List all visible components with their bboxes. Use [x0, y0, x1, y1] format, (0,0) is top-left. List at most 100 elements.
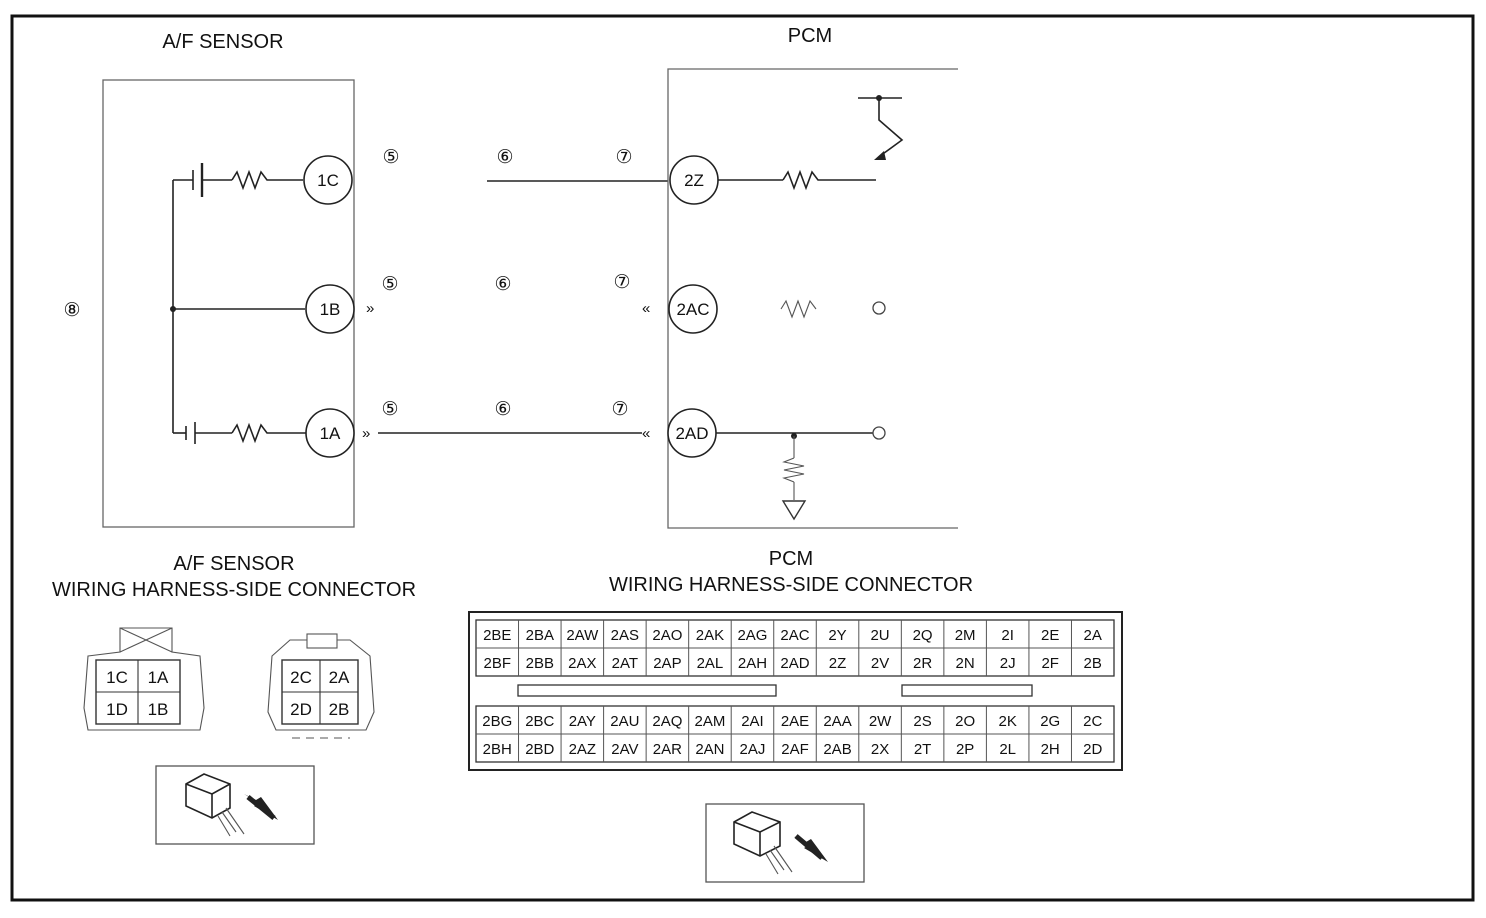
pcm-pin-cell: 2AL: [697, 655, 724, 672]
resistor-2z: [782, 169, 823, 191]
pcm-pin-cell: 2D: [1083, 741, 1102, 758]
pcm-pin-cell: 2AX: [568, 655, 596, 672]
pcm-pin-cell: 2BC: [525, 713, 554, 730]
pcm-pin-cell: 2H: [1041, 741, 1060, 758]
marker-6-row3: ⑥: [494, 399, 511, 420]
pin-2ad: 2AD: [667, 408, 717, 458]
pcm-pin-cell: 2O: [955, 713, 975, 730]
pcm-pin-cell: 2AZ: [569, 741, 597, 758]
pcm-pin-cell: 2Y: [828, 627, 846, 644]
resistor-1c: [231, 169, 272, 191]
marker-7-row1: ⑦: [615, 147, 632, 168]
af-sensor-title: A/F SENSOR: [162, 31, 283, 53]
marker-8: ⑧: [63, 300, 80, 321]
connector-view-icon-af: [155, 765, 315, 845]
diagram-border: [10, 14, 1475, 902]
pcm-pin-cell: 2AT: [612, 655, 638, 672]
pcm-pin-cell: 2AC: [780, 627, 809, 644]
pcm-pin-cell: 2BE: [483, 627, 511, 644]
pcm-pin-cell: 2AK: [696, 627, 724, 644]
connector-view-icon-pcm: [705, 803, 865, 883]
pin-2z: 2Z: [669, 155, 719, 205]
svg-text:2AD: 2AD: [675, 424, 708, 443]
pcm-connector-title-1: PCM: [769, 548, 813, 570]
af-sensor-connector-left: 1C 1A 1D 1B: [83, 627, 205, 731]
pcm-pin-cell: 2AP: [653, 655, 681, 672]
pcm-pin-cell: 2AW: [566, 627, 599, 644]
svg-text:1B: 1B: [148, 700, 169, 719]
af-sensor-connector-right: 2C 2A 2D 2B: [267, 633, 375, 739]
switch-symbol: [858, 95, 904, 160]
svg-text:1C: 1C: [106, 668, 128, 687]
svg-text:1C: 1C: [317, 171, 339, 190]
pcm-pin-cell: 2AB: [823, 741, 851, 758]
pcm-connector-title-2: WIRING HARNESS-SIDE CONNECTOR: [609, 574, 973, 596]
pcm-pin-cell: 2AF: [781, 741, 809, 758]
pcm-pin-cell: 2AV: [611, 741, 638, 758]
pin-1a: 1A: [305, 408, 355, 458]
marker-6-row1: ⑥: [496, 147, 513, 168]
pin-2ac: 2AC: [668, 284, 718, 334]
connector-mark-1b: »: [366, 300, 374, 317]
marker-7-row2: ⑦: [613, 272, 630, 293]
ground-symbol: [781, 500, 807, 521]
connector-mark-2ad: «: [642, 425, 650, 442]
resistor-2ac: [780, 299, 817, 319]
pcm-pin-cell: 2U: [870, 627, 889, 644]
pcm-pin-cell: 2M: [955, 627, 976, 644]
svg-text:1A: 1A: [320, 424, 341, 443]
pcm-pin-cell: 2S: [913, 713, 931, 730]
svg-text:2B: 2B: [329, 700, 350, 719]
pcm-pin-cell: 2J: [1000, 655, 1016, 672]
terminal-2ac: [872, 301, 886, 315]
pcm-pin-cell: 2AJ: [740, 741, 766, 758]
pcm-pin-cell: 2BH: [483, 741, 512, 758]
pcm-pin-cell: 2AO: [652, 627, 682, 644]
pcm-pin-cell: 2L: [999, 741, 1016, 758]
pcm-pin-cell: 2T: [914, 741, 932, 758]
pcm-pin-cell: 2BB: [526, 655, 554, 672]
marker-5-row1: ⑤: [382, 147, 399, 168]
pcm-title: PCM: [788, 25, 832, 47]
battery-symbol-1a: [173, 422, 232, 444]
pin-1b: 1B: [305, 284, 355, 334]
marker-5-row3: ⑤: [381, 399, 398, 420]
svg-text:2Z: 2Z: [684, 171, 704, 190]
pcm-pin-cell: 2E: [1041, 627, 1059, 644]
pcm-pin-cell: 2A: [1084, 627, 1102, 644]
pin-1c: 1C: [303, 155, 353, 205]
pcm-pin-cell: 2AG: [737, 627, 767, 644]
resistor-2ad: [782, 457, 805, 483]
connector-mark-1a: »: [362, 425, 370, 442]
svg-text:2C: 2C: [290, 668, 312, 687]
pcm-pin-cell: 2AS: [611, 627, 639, 644]
af-connector-title-2: WIRING HARNESS-SIDE CONNECTOR: [52, 579, 416, 601]
pcm-pin-cell: 2BG: [482, 713, 512, 730]
af-connector-title-1: A/F SENSOR: [173, 553, 294, 575]
pcm-pin-cell: 2BD: [525, 741, 554, 758]
pcm-box: [667, 68, 958, 529]
svg-text:2AC: 2AC: [676, 300, 709, 319]
connector-mark-2ac: «: [642, 300, 650, 317]
svg-text:1B: 1B: [320, 300, 341, 319]
pcm-pin-cell: 2BA: [526, 627, 554, 644]
pcm-pin-cell: 2F: [1041, 655, 1059, 672]
marker-6-row2: ⑥: [494, 274, 511, 295]
svg-text:1A: 1A: [148, 668, 169, 687]
pcm-pin-cell: 2AM: [695, 713, 726, 730]
svg-text:2D: 2D: [290, 700, 312, 719]
pcm-pin-cell: 2AH: [738, 655, 767, 672]
pcm-pin-cell: 2G: [1040, 713, 1060, 730]
pcm-pin-cell: 2AY: [569, 713, 596, 730]
pcm-pin-cell: 2AQ: [652, 713, 682, 730]
pcm-pin-cell: 2AD: [780, 655, 809, 672]
marker-5-row2: ⑤: [381, 274, 398, 295]
pcm-pin-cell: 2Z: [829, 655, 847, 672]
pcm-pin-cell: 2AE: [781, 713, 809, 730]
pcm-pin-cell: 2X: [871, 741, 889, 758]
pcm-pin-cell: 2N: [956, 655, 975, 672]
pcm-pin-cell: 2AU: [610, 713, 639, 730]
pcm-pin-cell: 2I: [1001, 627, 1014, 644]
